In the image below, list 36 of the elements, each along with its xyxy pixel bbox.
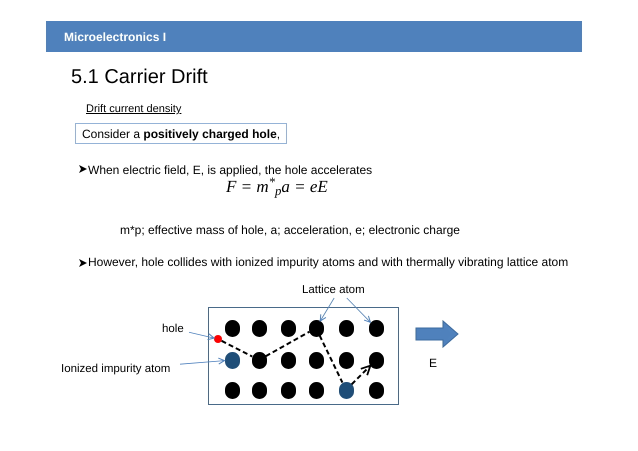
leader-line	[346, 298, 371, 323]
leader-line	[188, 332, 215, 340]
lattice-atom	[280, 352, 296, 368]
impurity-atom	[224, 352, 240, 368]
trajectory-arrow	[350, 364, 372, 386]
callout-text: Lattice atom	[302, 283, 376, 297]
bullet-text: When electric field, E, is applied, the hole accelerates	[88, 162, 372, 178]
lattice-atom	[368, 320, 384, 336]
callout-text: Ionized impurity atom	[61, 362, 179, 376]
lattice-atom	[338, 352, 354, 368]
slide-title: 5.1 Carrier Drift	[71, 65, 208, 89]
leader-line	[180, 358, 226, 365]
lattice-atom	[368, 382, 384, 398]
lattice-atom	[224, 382, 240, 398]
lattice-atom	[308, 382, 324, 398]
lattice-atom	[252, 320, 266, 336]
lattice-atom	[280, 320, 296, 336]
callout-text: hole	[162, 322, 188, 336]
lattice-atom	[308, 352, 324, 368]
leader-line	[320, 298, 335, 322]
lattice-atom	[308, 320, 324, 336]
header-bar: Microelectronics I	[46, 21, 582, 52]
lattice-atom	[252, 382, 266, 398]
lattice-atom	[368, 352, 384, 368]
formula: F = m$^{*}$$_{p}$a = eE	[226, 177, 328, 197]
lattice-atom	[252, 352, 266, 368]
impurity-atom	[338, 382, 354, 398]
subheading: Drift current density	[86, 102, 182, 117]
lattice-frame	[208, 307, 399, 405]
definition-text: m*p; effective mass of hole, a; acceleration, e; electronic charge	[120, 222, 460, 239]
note-box: Consider a positively charged hole,	[75, 123, 287, 144]
lattice-atom	[338, 320, 354, 336]
lattice-atom	[280, 382, 296, 398]
field-label: E	[429, 355, 438, 372]
bullet-text: However, hole collides with ionized impurity atoms and with thermally vibrating lattice atom	[88, 255, 570, 270]
lattice-atom	[224, 320, 240, 336]
